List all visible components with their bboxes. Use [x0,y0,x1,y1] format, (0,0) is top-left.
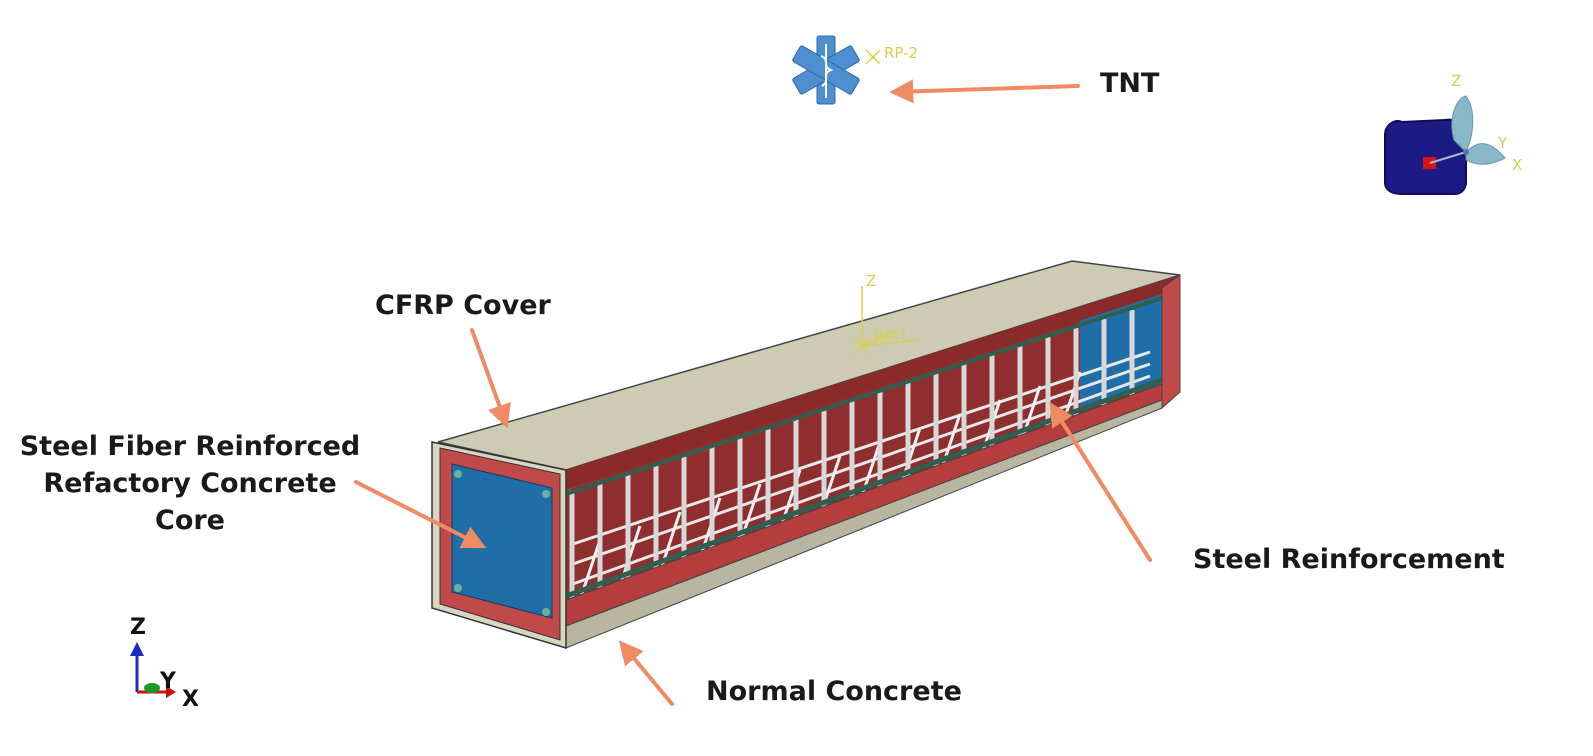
core-arrow [354,480,487,549]
tnt-arrow [889,79,1080,104]
steel-label: Steel Reinforcement [1193,544,1505,575]
view-cube-icon [1384,95,1506,195]
front-core [451,463,553,619]
longitudinal-bar-top [566,296,1162,496]
triad-z-label: Z [130,615,146,640]
tnt-label: TNT [1100,68,1160,99]
core-label-line1: Steel Fiber Reinforced [20,431,361,462]
cfrp-label: CFRP Cover [375,290,552,321]
coordinate-triad-icon [130,642,176,698]
interior-contents [566,294,1162,600]
cfrp-arrow [470,328,511,429]
view-cube-x-label: X [1512,156,1522,174]
rp2-marker [865,49,881,65]
rp2-label: RP-2 [884,44,918,62]
normal-label: Normal Concrete [706,676,962,707]
rp1-label: RP-1 [874,328,908,346]
core-corner-bars [454,470,550,616]
concrete-beam [431,260,1181,650]
stirrups [569,310,1135,598]
normal-arrow [618,640,674,706]
core-label-line2: Refactory Concrete [43,468,336,499]
triad-y-label: Y [159,669,177,694]
triad-x-label: X [182,687,199,712]
back-wall [566,275,1180,490]
star-of-life-icon [792,35,860,105]
rp1-axes [853,286,921,355]
view-cube-z-label: Z [1451,72,1461,90]
core-label-line3: Core [155,505,225,536]
right-end-frame [1161,274,1181,410]
steel-arrow [1049,401,1152,562]
rp1-z-label: Z [866,272,876,290]
view-cube-y-label: Y [1497,134,1508,152]
